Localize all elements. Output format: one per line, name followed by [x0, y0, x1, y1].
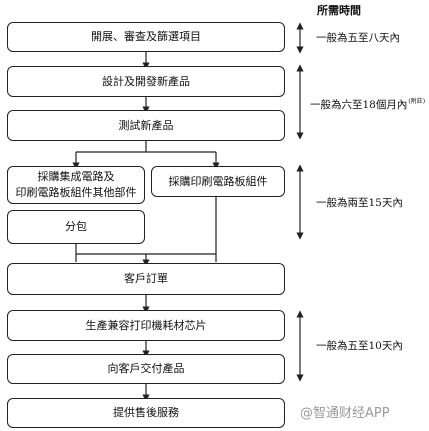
step-purchase-ic-components: 採購集成電路及 印刷電路板組件其他部件: [7, 166, 145, 204]
step-label: 採購印刷電路板組件: [168, 174, 268, 188]
step-produce-chips: 生產兼容打印機耗材芯片: [7, 310, 285, 341]
duration-label-3: 一般為兩至15天內: [316, 197, 403, 209]
step-label-line2: 印刷電路板組件其他部件: [15, 186, 137, 199]
step-label-line1: 採購集成電路及: [37, 170, 115, 183]
step-label: 開展、審查及篩選項目: [91, 30, 201, 43]
step-label: 客戶訂單: [124, 272, 168, 285]
step-subcontract: 分包: [7, 210, 145, 244]
step-purchase-pcba: 採購印刷電路板組件: [151, 166, 285, 197]
duration-label-1: 一般為五至八天內: [316, 32, 400, 44]
step-label: 生產兼容打印機耗材芯片: [85, 318, 207, 332]
step-label: 提供售後服務: [113, 406, 179, 419]
step-testing: 測試新產品: [7, 110, 285, 141]
duration-label-4: 一般為五至10天內: [316, 340, 403, 352]
step-project-screening: 開展、審查及篩選項目: [7, 22, 285, 52]
step-label: 測試新產品: [118, 118, 174, 132]
step-label: 分包: [65, 220, 87, 233]
step-deliver-products: 向客戶交付產品: [7, 354, 285, 384]
step-label: 設計及開發新產品: [102, 74, 190, 88]
step-after-sales: 提供售後服務: [7, 398, 285, 428]
step-customer-order: 客戶訂單: [7, 263, 285, 295]
step-label: 向客戶交付產品: [107, 362, 185, 375]
required-time-header: 所需時間: [317, 4, 361, 17]
duration-note: (附註): [408, 98, 426, 105]
step-design-develop: 設計及開發新產品: [7, 66, 285, 97]
watermark: @智通财经APP: [300, 406, 390, 421]
duration-label-2: 一般為六至18個月內(附註): [310, 98, 426, 111]
